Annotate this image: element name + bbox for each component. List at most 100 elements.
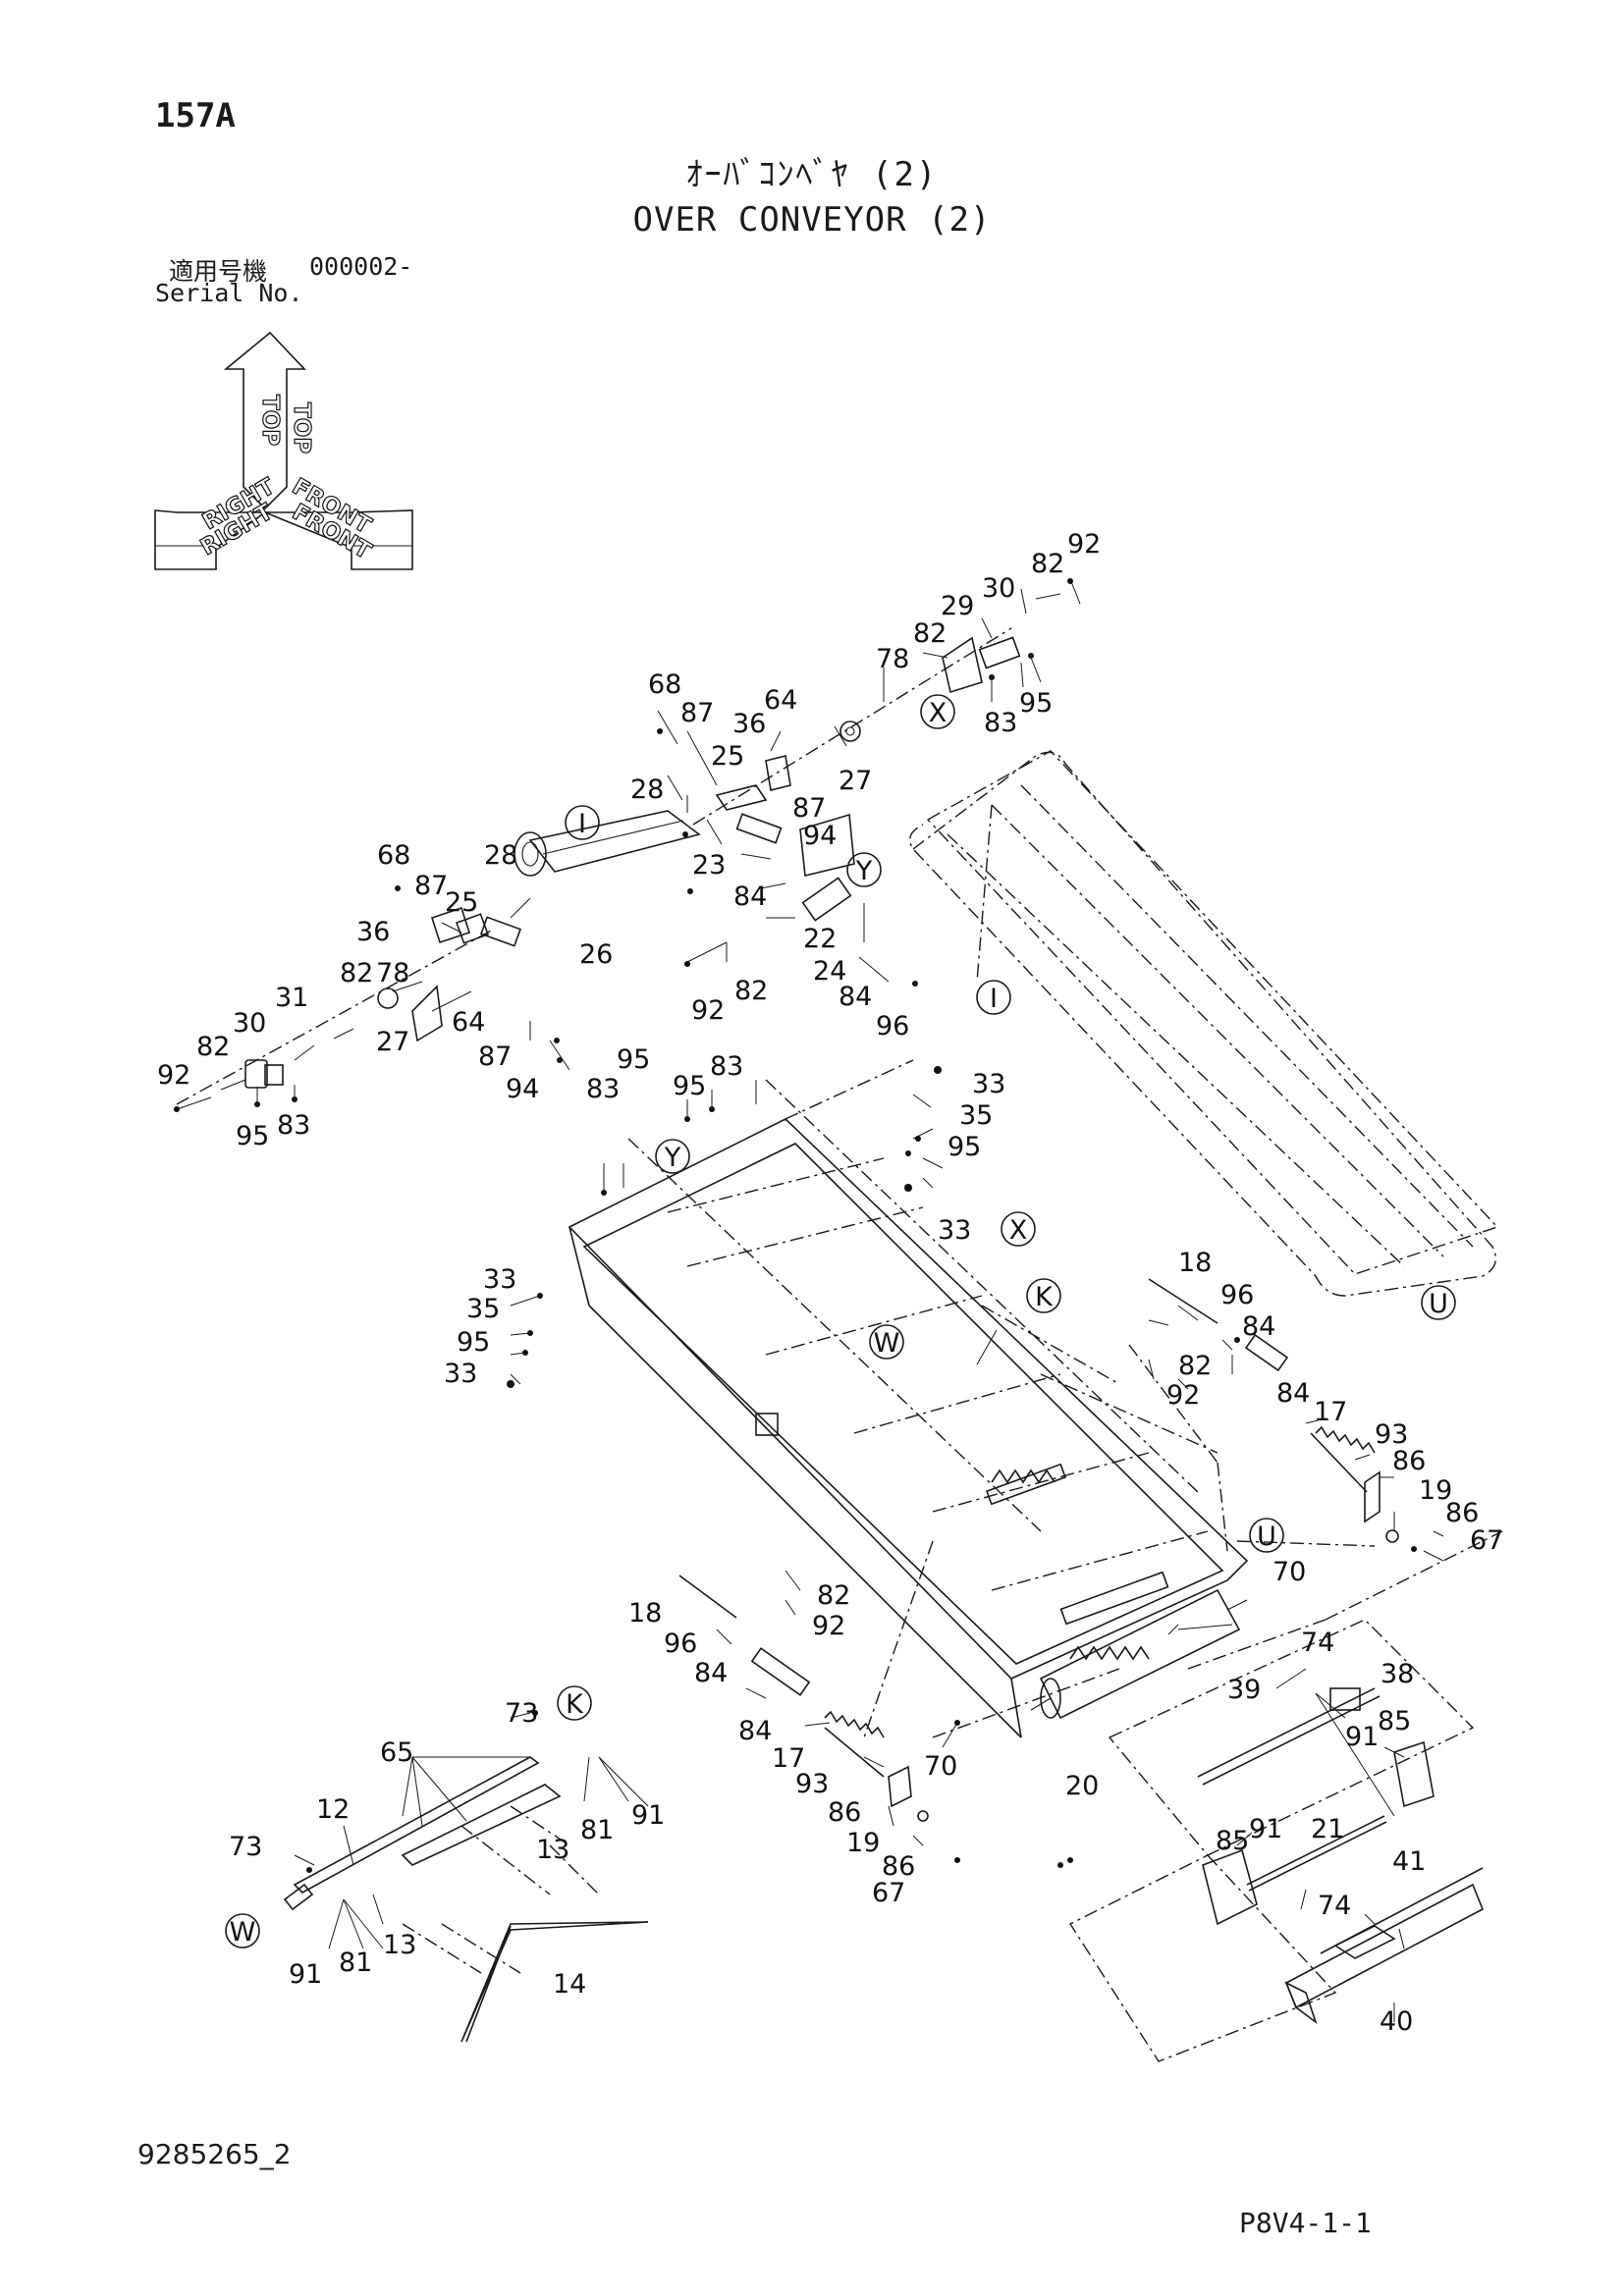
part-label-35: 35 bbox=[959, 1100, 993, 1131]
orientation-top-label-2: TOP bbox=[289, 402, 314, 454]
conveyor-belt bbox=[909, 750, 1499, 1297]
rod-21 bbox=[1246, 1815, 1385, 1886]
part-label-86: 86 bbox=[828, 1797, 861, 1828]
part-label-22: 22 bbox=[803, 924, 837, 954]
tension-rod-18 bbox=[1148, 1278, 1218, 1324]
part-label-87: 87 bbox=[478, 1041, 512, 1072]
part-label-95: 95 bbox=[617, 1044, 650, 1075]
part-label-19: 19 bbox=[846, 1828, 880, 1858]
tension-rod-18-left bbox=[678, 1575, 737, 1619]
part-label-82: 82 bbox=[1178, 1351, 1212, 1381]
part-label-65: 65 bbox=[380, 1737, 413, 1768]
bracket-85-lower bbox=[1202, 1848, 1258, 1926]
part-label-87: 87 bbox=[680, 698, 714, 728]
callout-u-belt: U bbox=[1421, 1285, 1456, 1320]
part-label-70: 70 bbox=[1272, 1557, 1306, 1587]
tail-roller-20 bbox=[1039, 1588, 1241, 1720]
serial-label-english: Serial No. bbox=[155, 279, 303, 307]
part-label-14: 14 bbox=[553, 1969, 586, 2000]
part-label-30: 30 bbox=[982, 573, 1015, 604]
callout-u-frame-label: U bbox=[1257, 1522, 1276, 1552]
callout-i-belt: I bbox=[976, 980, 1011, 1015]
callout-y-upper: Y bbox=[846, 852, 882, 887]
title-japanese: ｵｰﾊﾞｺﾝﾍﾞﾔ (2) bbox=[685, 155, 939, 194]
part-label-95: 95 bbox=[1019, 688, 1053, 719]
skirt-plate-assembly bbox=[283, 1756, 649, 2043]
callout-x-upper: X bbox=[920, 694, 955, 729]
part-label-87: 87 bbox=[414, 871, 448, 901]
callout-k-frame-label: K bbox=[1035, 1282, 1054, 1312]
part-label-93: 93 bbox=[1375, 1419, 1408, 1450]
part-label-94: 94 bbox=[506, 1074, 539, 1104]
tension-spring-upper bbox=[991, 1468, 1056, 1484]
bracket-85-upper bbox=[1393, 1740, 1435, 1808]
part-label-85: 85 bbox=[1216, 1826, 1249, 1856]
part-label-73: 73 bbox=[229, 1832, 262, 1862]
part-label-91: 91 bbox=[1345, 1722, 1379, 1752]
serial-number-value: 000002- bbox=[309, 252, 413, 281]
part-label-83: 83 bbox=[984, 708, 1017, 738]
part-label-82: 82 bbox=[340, 958, 373, 988]
part-label-86: 86 bbox=[1392, 1446, 1426, 1476]
part-label-95: 95 bbox=[673, 1071, 706, 1101]
title-english: OVER CONVEYOR (2) bbox=[632, 200, 992, 240]
right-tension-assembly bbox=[1148, 1278, 1444, 1562]
part-label-19: 19 bbox=[1419, 1475, 1452, 1506]
part-label-33: 33 bbox=[483, 1264, 516, 1295]
callout-u-frame: U bbox=[1249, 1518, 1284, 1553]
callout-y-upper-label: Y bbox=[855, 856, 873, 886]
part-label-41: 41 bbox=[1392, 1846, 1426, 1877]
drive-roller-assembly bbox=[176, 627, 1021, 1105]
front-frame-leaders bbox=[1187, 1530, 1503, 1670]
callout-x-lower-label: X bbox=[1009, 1215, 1028, 1246]
part-label-92: 92 bbox=[691, 995, 725, 1026]
part-label-33: 33 bbox=[444, 1359, 477, 1389]
part-label-18: 18 bbox=[628, 1598, 662, 1629]
orientation-indicator: TOP TOP RIGHT RIGHT FRONT FRONT bbox=[154, 331, 413, 570]
part-label-83: 83 bbox=[710, 1051, 743, 1082]
part-label-83: 83 bbox=[586, 1074, 620, 1104]
tension-spring-93-left bbox=[824, 1710, 885, 1738]
part-label-84: 84 bbox=[738, 1716, 772, 1746]
part-label-13: 13 bbox=[536, 1835, 569, 1865]
part-label-36: 36 bbox=[356, 917, 390, 947]
part-label-21: 21 bbox=[1311, 1814, 1344, 1844]
part-label-86: 86 bbox=[882, 1851, 915, 1882]
part-label-33: 33 bbox=[972, 1069, 1005, 1099]
part-label-73: 73 bbox=[505, 1698, 538, 1729]
part-number-labels: 92 82 30 29 82 78 95 83 68 87 64 36 25 2… bbox=[157, 529, 1503, 2037]
part-label-35: 35 bbox=[466, 1294, 500, 1324]
part-label-84: 84 bbox=[839, 982, 872, 1012]
skirt-plate-12 bbox=[293, 1756, 540, 1894]
part-label-38: 38 bbox=[1380, 1659, 1414, 1689]
callout-x-upper-label: X bbox=[929, 698, 947, 728]
part-label-68: 68 bbox=[377, 840, 410, 871]
part-label-92: 92 bbox=[1067, 529, 1101, 560]
orientation-top-label-1: TOP bbox=[257, 395, 283, 446]
part-label-82: 82 bbox=[734, 976, 768, 1006]
bar-39 bbox=[1197, 1687, 1376, 1778]
fastener-dots bbox=[174, 578, 1417, 1873]
part-label-33: 33 bbox=[938, 1215, 971, 1246]
part-label-74: 74 bbox=[1301, 1628, 1334, 1658]
part-label-13: 13 bbox=[383, 1930, 416, 1960]
part-label-25: 25 bbox=[711, 741, 744, 772]
cover-40 bbox=[1284, 1883, 1485, 2009]
part-label-84: 84 bbox=[733, 881, 767, 912]
part-label-30: 30 bbox=[233, 1008, 266, 1039]
part-label-81: 81 bbox=[580, 1815, 614, 1845]
drawing-number: 9285265_2 bbox=[137, 2138, 292, 2170]
callout-i-belt-label: I bbox=[990, 984, 998, 1014]
callout-x-lower: X bbox=[1001, 1211, 1036, 1247]
callout-w-frame-label: W bbox=[874, 1328, 900, 1359]
part-label-67: 67 bbox=[1470, 1525, 1503, 1556]
page-number: 157A bbox=[155, 96, 236, 135]
part-label-91: 91 bbox=[1249, 1814, 1282, 1844]
callout-w-frame: W bbox=[869, 1324, 904, 1360]
part-label-24: 24 bbox=[813, 956, 846, 987]
callout-w-skirt: W bbox=[225, 1913, 260, 1949]
part-label-36: 36 bbox=[732, 709, 766, 739]
callout-y-lower: Y bbox=[655, 1139, 690, 1174]
part-label-87: 87 bbox=[792, 793, 826, 824]
part-label-64: 64 bbox=[452, 1007, 485, 1038]
